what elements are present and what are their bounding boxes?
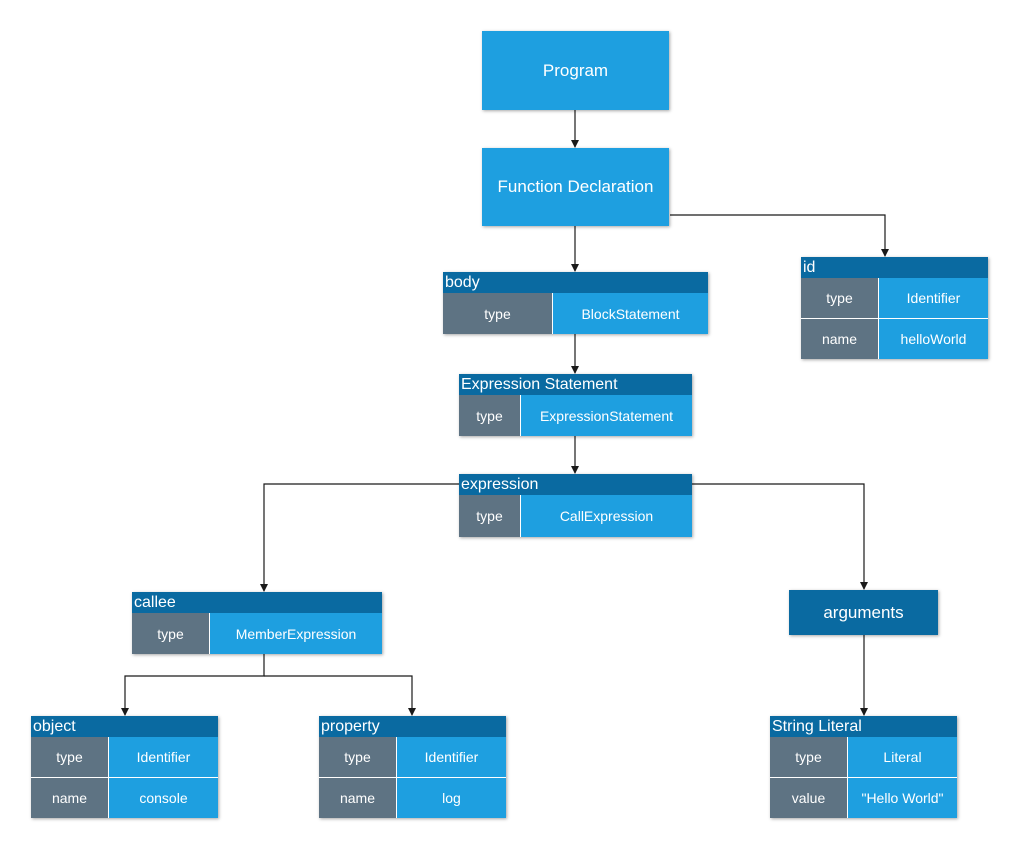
callee-type-key: type: [132, 613, 210, 654]
expression-statement-type-row: type ExpressionStatement: [459, 395, 692, 436]
edge-callee-children: [121, 654, 265, 716]
string-literal-type-key: type: [770, 737, 848, 777]
string-literal-type-row: type Literal: [770, 737, 957, 777]
program-label: Program: [542, 60, 609, 80]
expression-statement-type-value: ExpressionStatement: [521, 395, 692, 436]
property-type-key: type: [319, 737, 397, 777]
id-name-row: name helloWorld: [801, 318, 988, 359]
property-table: property type Identifier name log: [319, 716, 506, 818]
callee-type-value: MemberExpression: [210, 613, 382, 654]
callee-table-title: callee: [132, 592, 382, 613]
id-type-row: type Identifier: [801, 278, 988, 318]
property-table-title: property: [319, 716, 506, 737]
arguments-label: arguments: [823, 602, 904, 622]
expression-type-value: CallExpression: [521, 495, 692, 537]
callee-type-row: type MemberExpression: [132, 613, 382, 654]
string-literal-table: String Literal type Literal value "Hello…: [770, 716, 957, 818]
arguments-node: arguments: [789, 590, 938, 635]
body-type-row: type BlockStatement: [443, 293, 708, 334]
string-literal-value-key: value: [770, 778, 848, 818]
object-name-value: console: [109, 778, 218, 818]
expression-table-title: expression: [459, 474, 692, 495]
object-type-value: Identifier: [109, 737, 218, 777]
edge-expression-callee: [260, 483, 460, 592]
edge-callee-property: [264, 675, 416, 716]
id-type-value: Identifier: [879, 278, 988, 318]
id-table: id type Identifier name helloWorld: [801, 257, 988, 359]
id-type-key: type: [801, 278, 879, 318]
property-type-row: type Identifier: [319, 737, 506, 777]
property-type-value: Identifier: [397, 737, 506, 777]
id-table-title: id: [801, 257, 988, 278]
body-type-value: BlockStatement: [553, 293, 708, 334]
string-literal-value-row: value "Hello World": [770, 777, 957, 818]
property-name-key: name: [319, 778, 397, 818]
expression-type-row: type CallExpression: [459, 495, 692, 537]
body-type-key: type: [443, 293, 553, 334]
edge-function-id: [670, 214, 889, 257]
expression-type-key: type: [459, 495, 521, 537]
id-name-value: helloWorld: [879, 319, 988, 359]
object-type-key: type: [31, 737, 109, 777]
object-name-key: name: [31, 778, 109, 818]
program-node: Program: [482, 31, 669, 110]
object-name-row: name console: [31, 777, 218, 818]
object-table-title: object: [31, 716, 218, 737]
body-table: body type BlockStatement: [443, 272, 708, 334]
string-literal-type-value: Literal: [848, 737, 957, 777]
property-name-value: log: [397, 778, 506, 818]
expression-statement-type-key: type: [459, 395, 521, 436]
string-literal-value-value: "Hello World": [848, 778, 957, 818]
object-table: object type Identifier name console: [31, 716, 218, 818]
expression-statement-table: Expression Statement type ExpressionStat…: [459, 374, 692, 436]
expression-table: expression type CallExpression: [459, 474, 692, 537]
function-declaration-label: Function Declaration: [497, 177, 654, 196]
expression-statement-title: Expression Statement: [459, 374, 692, 395]
object-type-row: type Identifier: [31, 737, 218, 777]
function-declaration-node: Function Declaration: [482, 148, 669, 226]
body-table-title: body: [443, 272, 708, 293]
callee-table: callee type MemberExpression: [132, 592, 382, 654]
edge-expression-arguments: [692, 483, 868, 590]
id-name-key: name: [801, 319, 879, 359]
string-literal-title: String Literal: [770, 716, 957, 737]
property-name-row: name log: [319, 777, 506, 818]
